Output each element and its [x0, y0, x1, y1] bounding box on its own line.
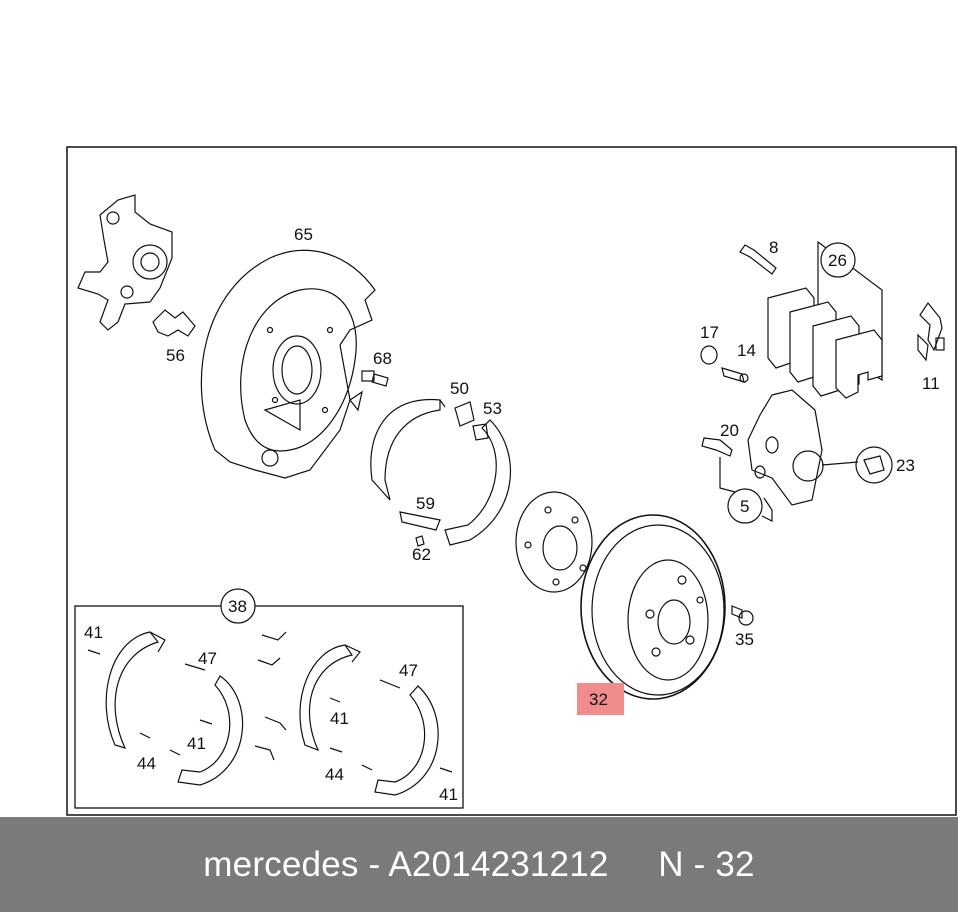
shoe-kit-frame: [74, 605, 464, 809]
gap: [609, 845, 659, 884]
label-14[interactable]: 14: [737, 341, 756, 360]
label-11[interactable]: 11: [922, 374, 940, 393]
clip-11-drawing: [917, 301, 945, 362]
part-number: A2014231212: [388, 844, 609, 884]
label-41-b[interactable]: 41: [187, 734, 206, 753]
label-56[interactable]: 56: [166, 346, 185, 365]
label-38[interactable]: 38: [228, 597, 247, 616]
highlight-32: [577, 683, 624, 715]
label-44-a[interactable]: 44: [137, 754, 156, 773]
label-26[interactable]: 26: [828, 251, 847, 270]
label-44-b[interactable]: 44: [325, 765, 344, 784]
bolt-68-drawing: [361, 370, 389, 387]
label-68[interactable]: 68: [373, 349, 392, 368]
part-info-footer: mercedes - A2014231212 N - 32: [0, 817, 958, 912]
separator: -: [358, 844, 389, 884]
bolt-8-drawing: [739, 244, 777, 275]
brake-disc-32-drawing: [580, 514, 726, 700]
callout-circle-26: [820, 242, 856, 278]
shoe-kit-left-drawing: [87, 631, 287, 786]
label-17[interactable]: 17: [700, 323, 719, 342]
part-info-text: mercedes - A2014231212 N - 32: [203, 845, 754, 885]
label-35[interactable]: 35: [735, 630, 754, 649]
label-41-d[interactable]: 41: [439, 785, 458, 804]
clip-56-drawing: [152, 309, 196, 337]
shoe-kit-right-drawing: [299, 644, 453, 796]
callout-circle-5: [727, 488, 763, 524]
brake-shoes-drawing: [370, 398, 512, 547]
label-8[interactable]: 8: [769, 238, 778, 257]
label-47-b[interactable]: 47: [399, 661, 418, 680]
caps-17-14-drawing: [700, 345, 749, 383]
label-41-a[interactable]: 41: [84, 623, 103, 642]
backing-plate-65-drawing: [200, 249, 376, 479]
label-53[interactable]: 53: [483, 399, 502, 418]
brand-name: mercedes: [203, 844, 359, 884]
callout-circle-38: [220, 588, 256, 624]
diagram-position: N - 32: [658, 844, 755, 884]
knuckle-drawing: [77, 194, 173, 331]
label-47-a[interactable]: 47: [198, 649, 217, 668]
label-32[interactable]: 32: [589, 690, 608, 709]
caliper-drawing: [701, 389, 859, 522]
label-50[interactable]: 50: [450, 379, 469, 398]
label-20[interactable]: 20: [720, 421, 739, 440]
label-65[interactable]: 65: [294, 225, 313, 244]
label-62[interactable]: 62: [412, 545, 431, 564]
label-59[interactable]: 59: [416, 494, 435, 513]
hub-drawing: [515, 491, 593, 593]
label-41-c[interactable]: 41: [330, 709, 349, 728]
wrench-23-drawing: [855, 446, 893, 484]
label-5[interactable]: 5: [740, 497, 749, 516]
bolt-35-drawing: [731, 605, 754, 626]
label-23[interactable]: 23: [896, 456, 915, 475]
brake-pads-26-drawing: [767, 240, 883, 399]
diagram-frame: [66, 146, 957, 816]
